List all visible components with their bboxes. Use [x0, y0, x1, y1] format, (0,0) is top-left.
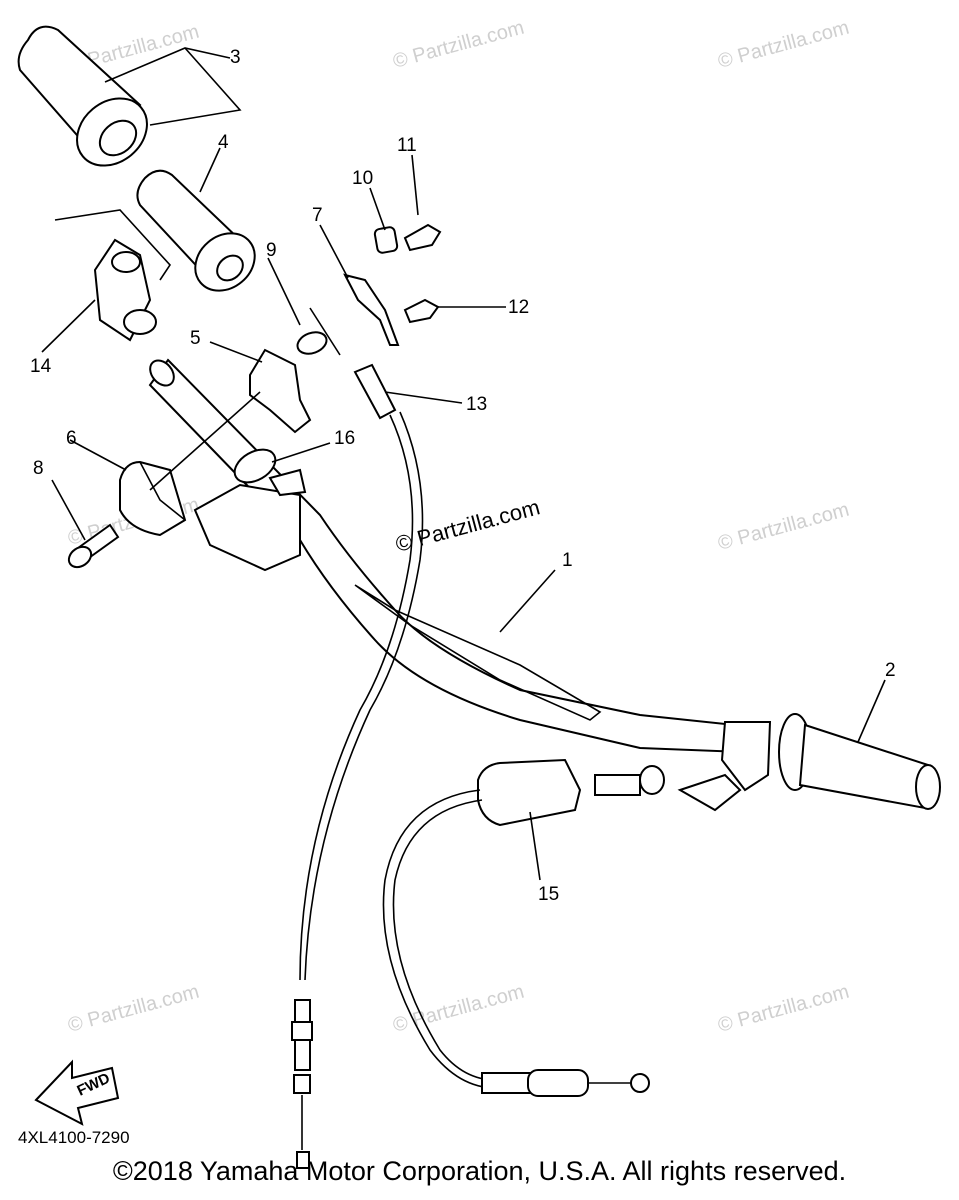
switch-box	[193, 448, 307, 572]
handlebar	[148, 358, 744, 754]
throttle-cable	[291, 363, 424, 1169]
watermark: © Partzilla.com	[391, 17, 527, 73]
watermark: © Partzilla.com	[716, 17, 852, 73]
fwd-arrow-icon: FWD	[34, 1059, 120, 1126]
label-7: 7	[312, 205, 323, 226]
label-8: 8	[33, 458, 44, 479]
right-grip	[720, 713, 941, 810]
label-3: 3	[230, 47, 241, 68]
part-labels: 1 2 3 4 5 6 7 8 9 10 11 12 13 14 15 16	[30, 47, 896, 905]
label-2: 2	[885, 660, 896, 681]
leader-lines	[41, 47, 886, 881]
label-16: 16	[334, 428, 355, 449]
label-11: 11	[397, 135, 417, 156]
label-1: 1	[562, 550, 573, 571]
label-14: 14	[30, 356, 52, 377]
clutch-cable	[382, 758, 742, 1097]
watermark: © Partzilla.com	[391, 981, 527, 1037]
diagram-code: 4XL4100-7290	[18, 1128, 130, 1147]
label-12: 12	[508, 297, 529, 318]
label-15: 15	[538, 884, 559, 905]
label-6: 6	[66, 428, 77, 449]
label-9: 9	[266, 240, 277, 261]
bolt	[67, 523, 120, 569]
throttle-housing	[54, 209, 172, 342]
throttle-tube	[136, 169, 256, 292]
label-5: 5	[190, 328, 201, 349]
throttle-cover	[249, 348, 312, 434]
copyright-notice: ©2018 Yamaha Motor Corporation, U.S.A. A…	[112, 1156, 847, 1186]
watermark-group: © Partzilla.com © Partzilla.com © Partzi…	[66, 17, 852, 1037]
watermark-center: © Partzilla.com	[393, 494, 543, 557]
label-13: 13	[466, 394, 487, 415]
label-4: 4	[218, 132, 229, 153]
adjuster-parts	[296, 223, 442, 356]
watermark: © Partzilla.com	[716, 981, 852, 1037]
watermark: © Partzilla.com	[716, 499, 852, 555]
label-10: 10	[352, 168, 373, 189]
throttle-grip	[17, 25, 148, 167]
watermark: © Partzilla.com	[66, 981, 202, 1037]
